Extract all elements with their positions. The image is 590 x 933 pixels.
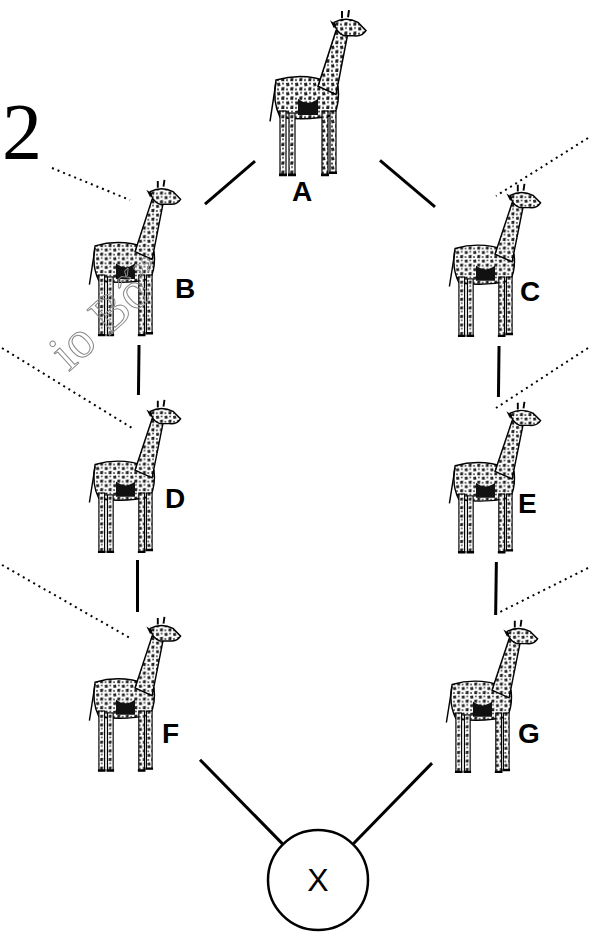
giraffe-node: G [432,615,557,783]
connector-line [494,562,498,615]
giraffe-node: A [255,5,380,210]
connector-line [354,763,432,843]
node-letter: F [162,720,179,748]
connector-line [137,345,141,395]
giraffe-figure [89,400,180,552]
node-letter: C [520,278,540,306]
node-letter: G [518,720,540,748]
giraffe-figure [446,620,537,772]
giraffe-figure [270,10,366,175]
giraffe-node: D [75,395,200,560]
connector-line [205,161,255,204]
circle-node: X [266,828,370,932]
dotted-leader [2,138,588,638]
node-letter: D [165,485,185,513]
node-letter: A [292,178,312,206]
connector-line [136,560,139,612]
giraffe-node: F [75,612,200,780]
connector-line [497,346,501,397]
giraffe-node: E [435,397,560,562]
giraffe-figure [449,402,540,552]
giraffe-figure [449,184,540,336]
node-letter: E [518,490,537,518]
node-letter: X [307,864,328,896]
figure-number: 2 [2,92,42,172]
giraffe-node: C [435,178,565,346]
node-letter: B [175,275,195,303]
connector-line [380,160,435,207]
giraffe-figure [89,617,180,771]
connector-line [200,760,282,844]
